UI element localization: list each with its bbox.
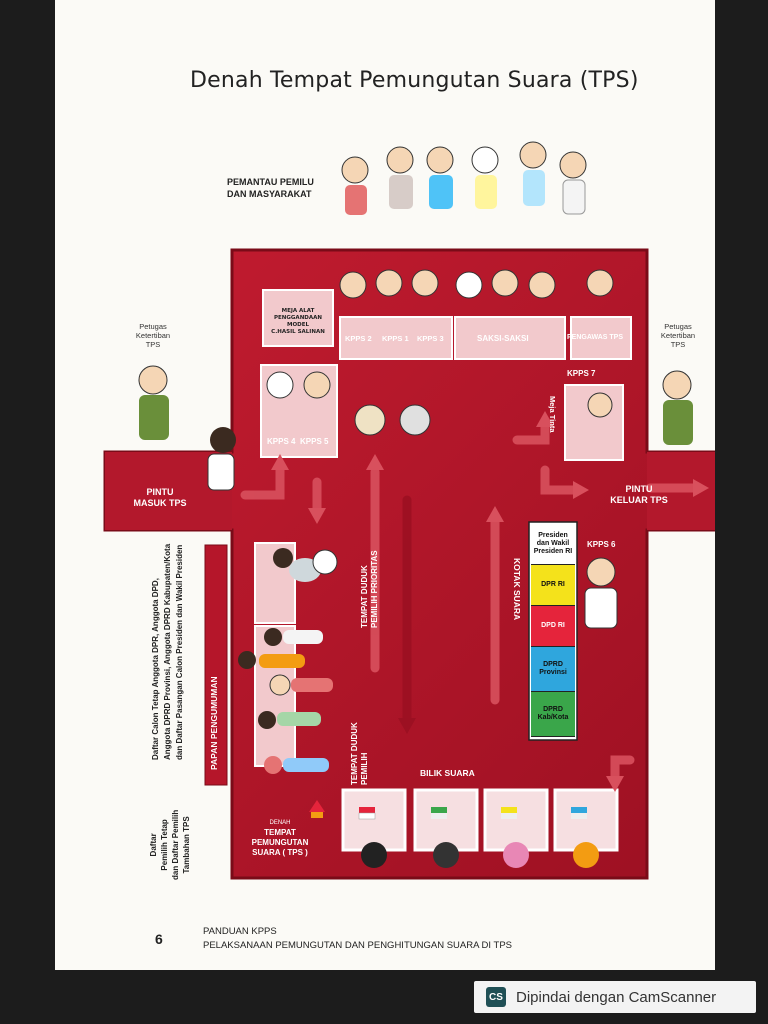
manual-page: Denah Tempat Pemungutan Suara (TPS) (55, 0, 715, 970)
page-number: 6 (155, 931, 163, 947)
observers-label-1: PEMANTAU PEMILU (227, 177, 314, 187)
footer-line-1: PANDUAN KPPS (203, 926, 277, 937)
tps-floor-plan (103, 141, 715, 880)
pengawas-label: PENGAWAS TPS (567, 334, 624, 341)
kpps5-label: KPPS 5 (300, 437, 329, 446)
kpps3-label: KPPS 3 (417, 334, 444, 343)
voter-seats-panel (254, 625, 296, 767)
ballot-box-label: Presiden RI (533, 548, 573, 555)
observers-label-2: DAN MASYARAKAT (227, 189, 312, 199)
ballot-box-label: DPR RI (541, 581, 565, 588)
kotak-suara-label: KOTAK SUARA (512, 558, 522, 621)
papan-board (204, 544, 228, 786)
kpps4-label: KPPS 4 (267, 437, 296, 446)
security-officers (138, 365, 693, 491)
kpps-table-panel (339, 316, 453, 360)
ballot-box-2: DPD RI (531, 606, 575, 647)
ballot-box-label: dan Wakil (536, 540, 570, 547)
ballot-box-label: DPRD (543, 706, 563, 713)
arrow-heads (271, 411, 709, 792)
kpps6-label: KPPS 6 (587, 540, 616, 549)
ballot-box-label: DPD RI (541, 622, 565, 629)
bilik-suara-label: BILIK SUARA (420, 768, 475, 778)
saksi-table-panel (454, 316, 566, 360)
ballot-box-label: Presiden (538, 532, 568, 539)
priority-voters (273, 548, 338, 582)
meja-tinta-label: Meja Tinta (548, 396, 557, 433)
pengawas-table-panel (570, 316, 632, 360)
flow-arrows (240, 420, 700, 783)
kpps7-label: KPPS 7 (567, 369, 596, 378)
booth-voters (361, 842, 599, 868)
meja-alat-panel (262, 289, 334, 347)
daftar-calon-label: Daftar Calon Tetap Anggota DPR, Anggota … (151, 543, 184, 760)
voter-queue (238, 628, 333, 774)
saksi-label: SAKSI-SAKSI (477, 334, 529, 343)
ballot-box-1: DPR RI (531, 565, 575, 606)
page-title: Denah Tempat Pemungutan Suara (TPS) (190, 68, 639, 93)
camscanner-logo: CS (486, 987, 506, 1007)
voting-booths (341, 788, 619, 852)
camscanner-watermark: CS Dipindai dengan CamScanner (474, 981, 756, 1013)
ballot-box-label: Kab/Kota (537, 714, 569, 721)
kpu-logo (309, 800, 325, 818)
footer-line-2: PELAKSANAAN PEMUNGUTAN DAN PENGHITUNGAN … (203, 940, 512, 951)
ballot-box-label: DPRD (543, 661, 563, 668)
observers (341, 141, 587, 215)
camscanner-text: Dipindai dengan CamScanner (516, 988, 717, 1006)
papan-label: PAPAN PENGUMUMAN (209, 676, 219, 770)
kpps2-label: KPPS 2 (345, 334, 372, 343)
kpps-officials (266, 269, 618, 629)
ballot-box-label: Provinsi (539, 669, 567, 676)
kpps1-label: KPPS 1 (382, 334, 409, 343)
